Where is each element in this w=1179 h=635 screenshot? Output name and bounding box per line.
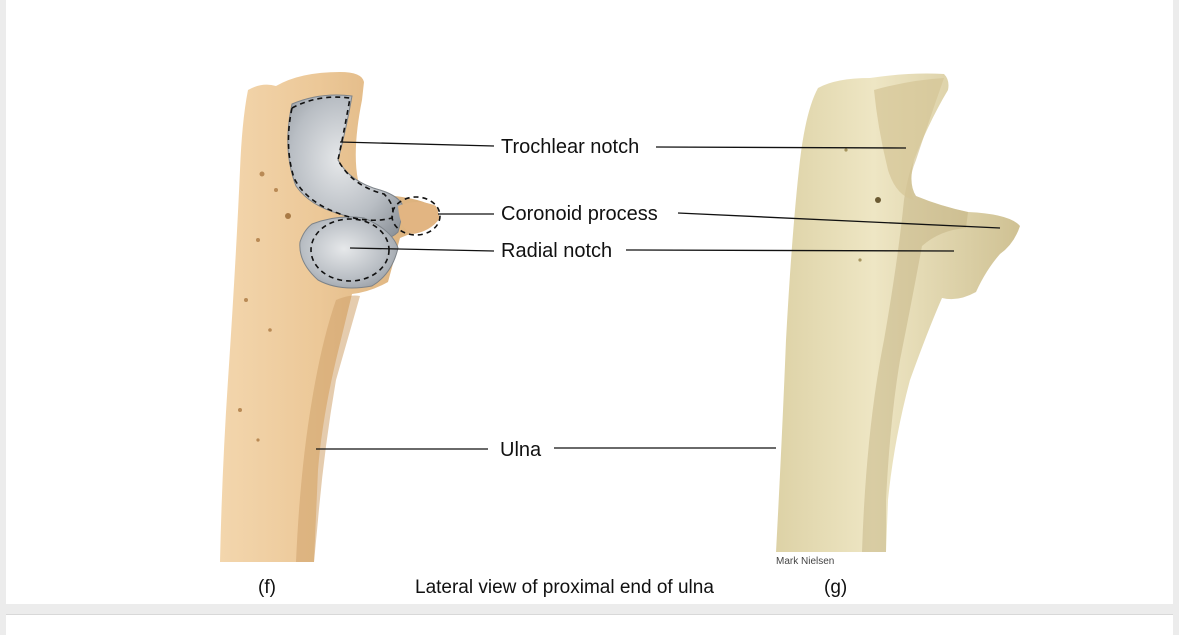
trochlear-notch-label: Trochlear notch <box>501 136 640 158</box>
bone-pit <box>844 148 848 152</box>
panel-f-caption: (f) <box>258 577 276 598</box>
radial-notch-cartilage <box>299 216 399 289</box>
trochlear-leader-right <box>655 146 907 149</box>
coronoid-tip <box>398 202 440 234</box>
bone-pit <box>268 328 272 332</box>
leader-lines <box>316 141 1001 450</box>
figure-title: Lateral view of proximal end of ulna <box>415 577 714 598</box>
coronoid-process-label: Coronoid process <box>501 203 658 225</box>
illustrated-ulna <box>220 72 441 562</box>
bone-pit <box>274 188 278 192</box>
panel-g-caption: (g) <box>824 577 848 598</box>
radial-notch-outline <box>310 218 390 282</box>
coronoid-leader-right <box>677 212 1001 229</box>
trochlear-cartilage <box>287 94 405 239</box>
photo-foramen <box>875 197 881 203</box>
photographed-ulna <box>776 73 1020 552</box>
photo-bone-shaft <box>776 73 1020 552</box>
radial-leader-left <box>349 247 495 252</box>
bone-pit <box>259 171 265 177</box>
radial-notch-label: Radial notch <box>501 240 613 262</box>
photo-credit: Mark Nielsen <box>776 556 835 567</box>
ulna-label: Ulna <box>500 439 542 461</box>
photo-trochlear-hollow <box>874 78 944 200</box>
bone-pit <box>256 438 260 442</box>
bone-pit <box>244 298 248 302</box>
coronoid-process-outline <box>391 196 441 236</box>
trochlear-notch-outline <box>287 96 394 222</box>
trochlear-leader-left <box>339 141 495 147</box>
bone-pit <box>858 258 862 262</box>
bone-pit <box>285 213 291 219</box>
photo-bone-shadow <box>862 160 968 552</box>
radial-leader-right <box>625 249 955 252</box>
illustrated-bone-shadow <box>296 295 360 562</box>
bone-pit <box>256 238 260 242</box>
bone-pit <box>238 408 242 412</box>
figure-card <box>6 0 1173 604</box>
